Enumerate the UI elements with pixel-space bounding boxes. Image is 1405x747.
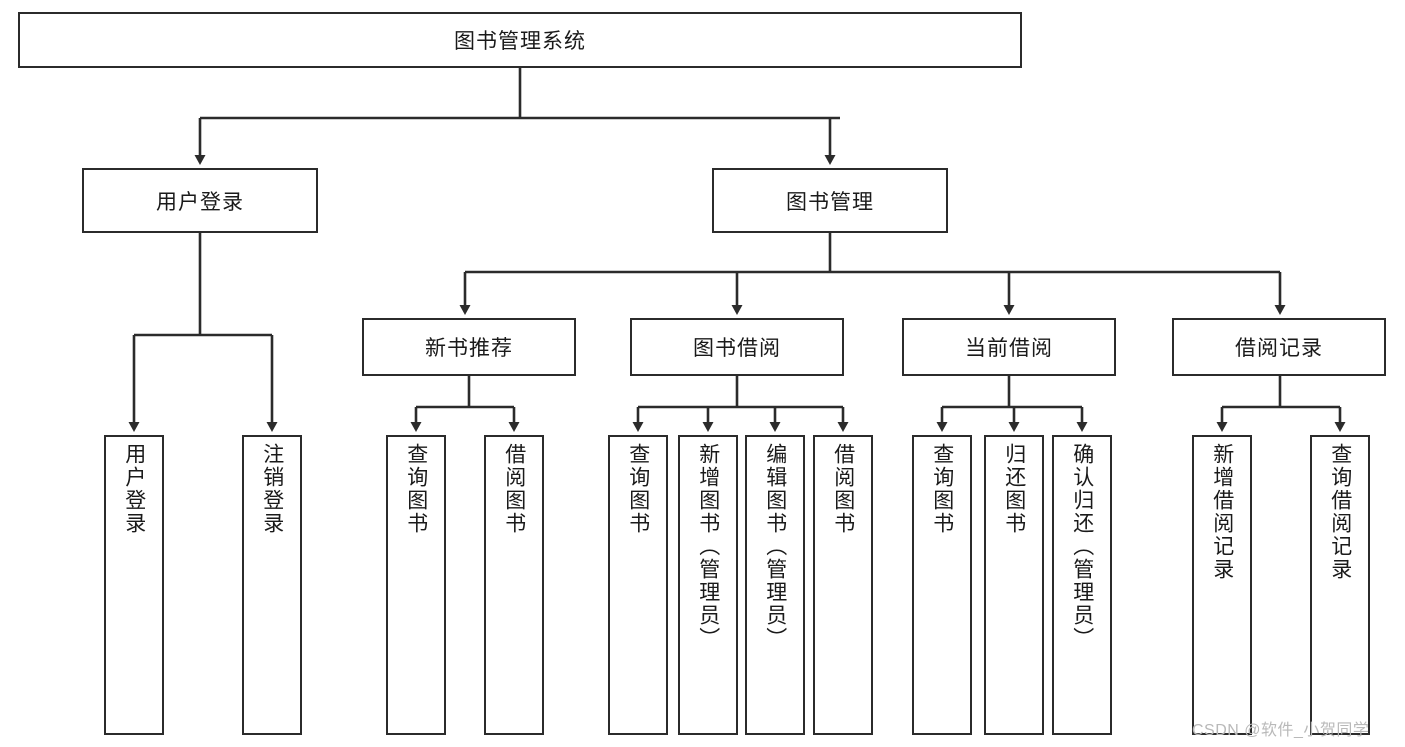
node-leaf-confirm-return-admin[interactable]: 确认归还（管理员） (1052, 435, 1112, 735)
node-book-borrow-label: 图书借阅 (693, 337, 781, 360)
node-leaf-borrow-book-1[interactable]: 借阅图书 (484, 435, 544, 735)
node-root-label: 图书管理系统 (454, 30, 586, 53)
node-leaf-label: 查询借阅记录 (1328, 443, 1352, 581)
node-current-borrow-label: 当前借阅 (965, 337, 1053, 360)
node-leaf-label: 用户登录 (122, 443, 146, 535)
node-book-management[interactable]: 图书管理 (712, 168, 948, 233)
node-leaf-return-book[interactable]: 归还图书 (984, 435, 1044, 735)
node-leaf-query-book-2[interactable]: 查询图书 (608, 435, 668, 735)
node-new-book-recommend-label: 新书推荐 (425, 337, 513, 360)
node-leaf-add-book-admin[interactable]: 新增图书（管理员） (678, 435, 738, 735)
node-book-management-label: 图书管理 (786, 190, 874, 214)
node-leaf-label: 借阅图书 (831, 443, 855, 535)
csdn-watermark: CSDN @软件_小贺同学 (1192, 722, 1370, 739)
node-leaf-query-borrow-record[interactable]: 查询借阅记录 (1310, 435, 1370, 735)
node-leaf-label: 查询图书 (404, 443, 428, 535)
node-leaf-edit-book-admin[interactable]: 编辑图书（管理员） (745, 435, 805, 735)
node-leaf-add-borrow-record[interactable]: 新增借阅记录 (1192, 435, 1252, 735)
node-leaf-label: 新增图书（管理员） (696, 443, 720, 650)
node-new-book-recommend[interactable]: 新书推荐 (362, 318, 576, 376)
node-leaf-logout[interactable]: 注销登录 (242, 435, 302, 735)
node-leaf-label: 编辑图书（管理员） (763, 443, 787, 650)
node-current-borrow[interactable]: 当前借阅 (902, 318, 1116, 376)
node-user-login[interactable]: 用户登录 (82, 168, 318, 233)
node-book-borrow[interactable]: 图书借阅 (630, 318, 844, 376)
node-leaf-label: 借阅图书 (502, 443, 526, 535)
node-leaf-borrow-book-2[interactable]: 借阅图书 (813, 435, 873, 735)
node-leaf-user-login[interactable]: 用户登录 (104, 435, 164, 735)
node-borrow-record[interactable]: 借阅记录 (1172, 318, 1386, 376)
node-leaf-label: 查询图书 (930, 443, 954, 535)
node-leaf-label: 归还图书 (1002, 443, 1026, 535)
node-leaf-label: 查询图书 (626, 443, 650, 535)
node-leaf-query-book-3[interactable]: 查询图书 (912, 435, 972, 735)
node-leaf-label: 确认归还（管理员） (1070, 443, 1094, 650)
node-borrow-record-label: 借阅记录 (1235, 337, 1323, 360)
node-leaf-label: 新增借阅记录 (1210, 443, 1234, 581)
node-root-system[interactable]: 图书管理系统 (18, 12, 1022, 68)
node-leaf-label: 注销登录 (260, 443, 284, 535)
node-user-login-label: 用户登录 (156, 190, 244, 214)
node-leaf-query-book-1[interactable]: 查询图书 (386, 435, 446, 735)
